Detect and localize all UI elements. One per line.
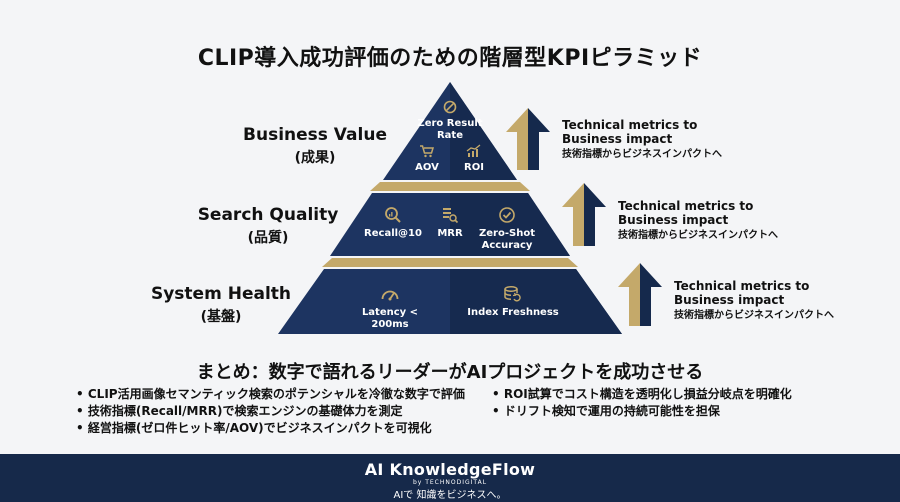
summary-item: 経営指標(ゼロ件ヒット率/AOV)でビジネスインパクトを可視化 bbox=[76, 420, 496, 437]
tier-en: Search Quality bbox=[197, 205, 339, 225]
metric-index-freshness: Index Freshness bbox=[467, 285, 559, 319]
ban-icon bbox=[443, 100, 457, 114]
tier-jp: (品質) bbox=[247, 230, 289, 246]
metric-latency: Latency < 200ms bbox=[345, 285, 435, 331]
chart-icon bbox=[466, 144, 481, 157]
bars-search-icon bbox=[443, 208, 459, 224]
metric-recall: Recall@10 bbox=[360, 206, 426, 240]
metric-label: Zero-Shot Accuracy bbox=[479, 228, 535, 251]
summary-list-left: CLIP活用画像セマンティック検索のポテンシャルを冷徹な数字で評価 技術指標(R… bbox=[76, 386, 496, 437]
metric-mrr: MRR bbox=[432, 206, 468, 240]
side-note-jp: 技術指標からビジネスインパクトへ bbox=[674, 310, 834, 321]
metric-roi: ROI bbox=[459, 144, 489, 174]
side-note-bottom: Technical metrics to Business impact 技術指… bbox=[674, 279, 864, 323]
metric-label: AOV bbox=[415, 162, 439, 173]
side-note-en: Technical metrics to Business impact bbox=[562, 118, 698, 146]
footer: AI KnowledgeFlow by TECHNODIGITAL AIで 知識… bbox=[0, 454, 900, 502]
metric-aov: AOV bbox=[412, 144, 442, 174]
summary-title: まとめ：数字で語れるリーダーがAIプロジェクトを成功させる bbox=[196, 362, 704, 383]
metric-label: Recall@10 bbox=[364, 228, 422, 239]
tier-en: Business Value bbox=[243, 125, 387, 145]
tier-en: System Health bbox=[150, 284, 292, 304]
side-note-top: Technical metrics to Business impact 技術指… bbox=[562, 118, 752, 162]
kpi-pyramid bbox=[278, 82, 662, 334]
metric-label: Latency < 200ms bbox=[361, 307, 419, 330]
gauge-icon bbox=[381, 290, 399, 301]
metric-label: Index Freshness bbox=[467, 307, 559, 318]
footer-tagline: AIで 知識をビジネスへ。 bbox=[393, 490, 507, 501]
tier-jp: (成果) bbox=[294, 150, 336, 166]
side-note-jp: 技術指標からビジネスインパクトへ bbox=[618, 230, 778, 241]
cart-icon bbox=[420, 145, 435, 158]
summary-list-right: ROI試算でコスト構造を透明化し損益分岐点を明確化 ドリフト検知で運用の持続可能… bbox=[492, 386, 852, 420]
metric-zero-result-rate: Zero Result Rate bbox=[415, 100, 485, 142]
tier-jp: (基盤) bbox=[200, 309, 242, 325]
footer-by: by TECHNODIGITAL bbox=[412, 479, 488, 486]
page-title: CLIP導入成功評価のための階層型KPIピラミッド bbox=[197, 46, 703, 71]
footer-brand: AI KnowledgeFlow bbox=[364, 460, 536, 479]
side-note-en: Technical metrics to Business impact bbox=[674, 279, 810, 307]
arrow-up-icon bbox=[618, 263, 662, 326]
tier-label-business: Business Value (成果) bbox=[225, 125, 405, 167]
database-refresh-icon bbox=[504, 286, 521, 302]
side-note-jp: 技術指標からビジネスインパクトへ bbox=[562, 149, 722, 160]
summary-item: ドリフト検知で運用の持続可能性を担保 bbox=[492, 403, 852, 420]
arrow-up-icon bbox=[562, 183, 606, 246]
metric-label: ROI bbox=[464, 162, 484, 173]
gold-band-middle bbox=[322, 258, 578, 267]
side-note-en: Technical metrics to Business impact bbox=[618, 199, 754, 227]
metric-label: MRR bbox=[437, 228, 463, 239]
summary-item: ROI試算でコスト構造を透明化し損益分岐点を明確化 bbox=[492, 386, 852, 403]
magnifier-icon bbox=[385, 207, 401, 223]
summary-item: 技術指標(Recall/MRR)で検索エンジンの基礎体力を測定 bbox=[76, 403, 496, 420]
tier-label-search: Search Quality (品質) bbox=[178, 205, 358, 247]
check-circle-icon bbox=[499, 207, 515, 223]
tier-label-system: System Health (基盤) bbox=[131, 284, 311, 326]
side-note-middle: Technical metrics to Business impact 技術指… bbox=[618, 199, 808, 243]
gold-band-top bbox=[370, 182, 530, 191]
arrow-up-icon bbox=[506, 108, 550, 170]
summary-item: CLIP活用画像セマンティック検索のポテンシャルを冷徹な数字で評価 bbox=[76, 386, 496, 403]
pyramid-top-shade bbox=[450, 82, 517, 180]
pyramid-middle-shade bbox=[450, 193, 570, 256]
metric-zero-shot: Zero-Shot Accuracy bbox=[474, 206, 540, 252]
metric-label: Zero Result Rate bbox=[417, 118, 483, 141]
pyramid-bottom-shade bbox=[450, 269, 622, 334]
